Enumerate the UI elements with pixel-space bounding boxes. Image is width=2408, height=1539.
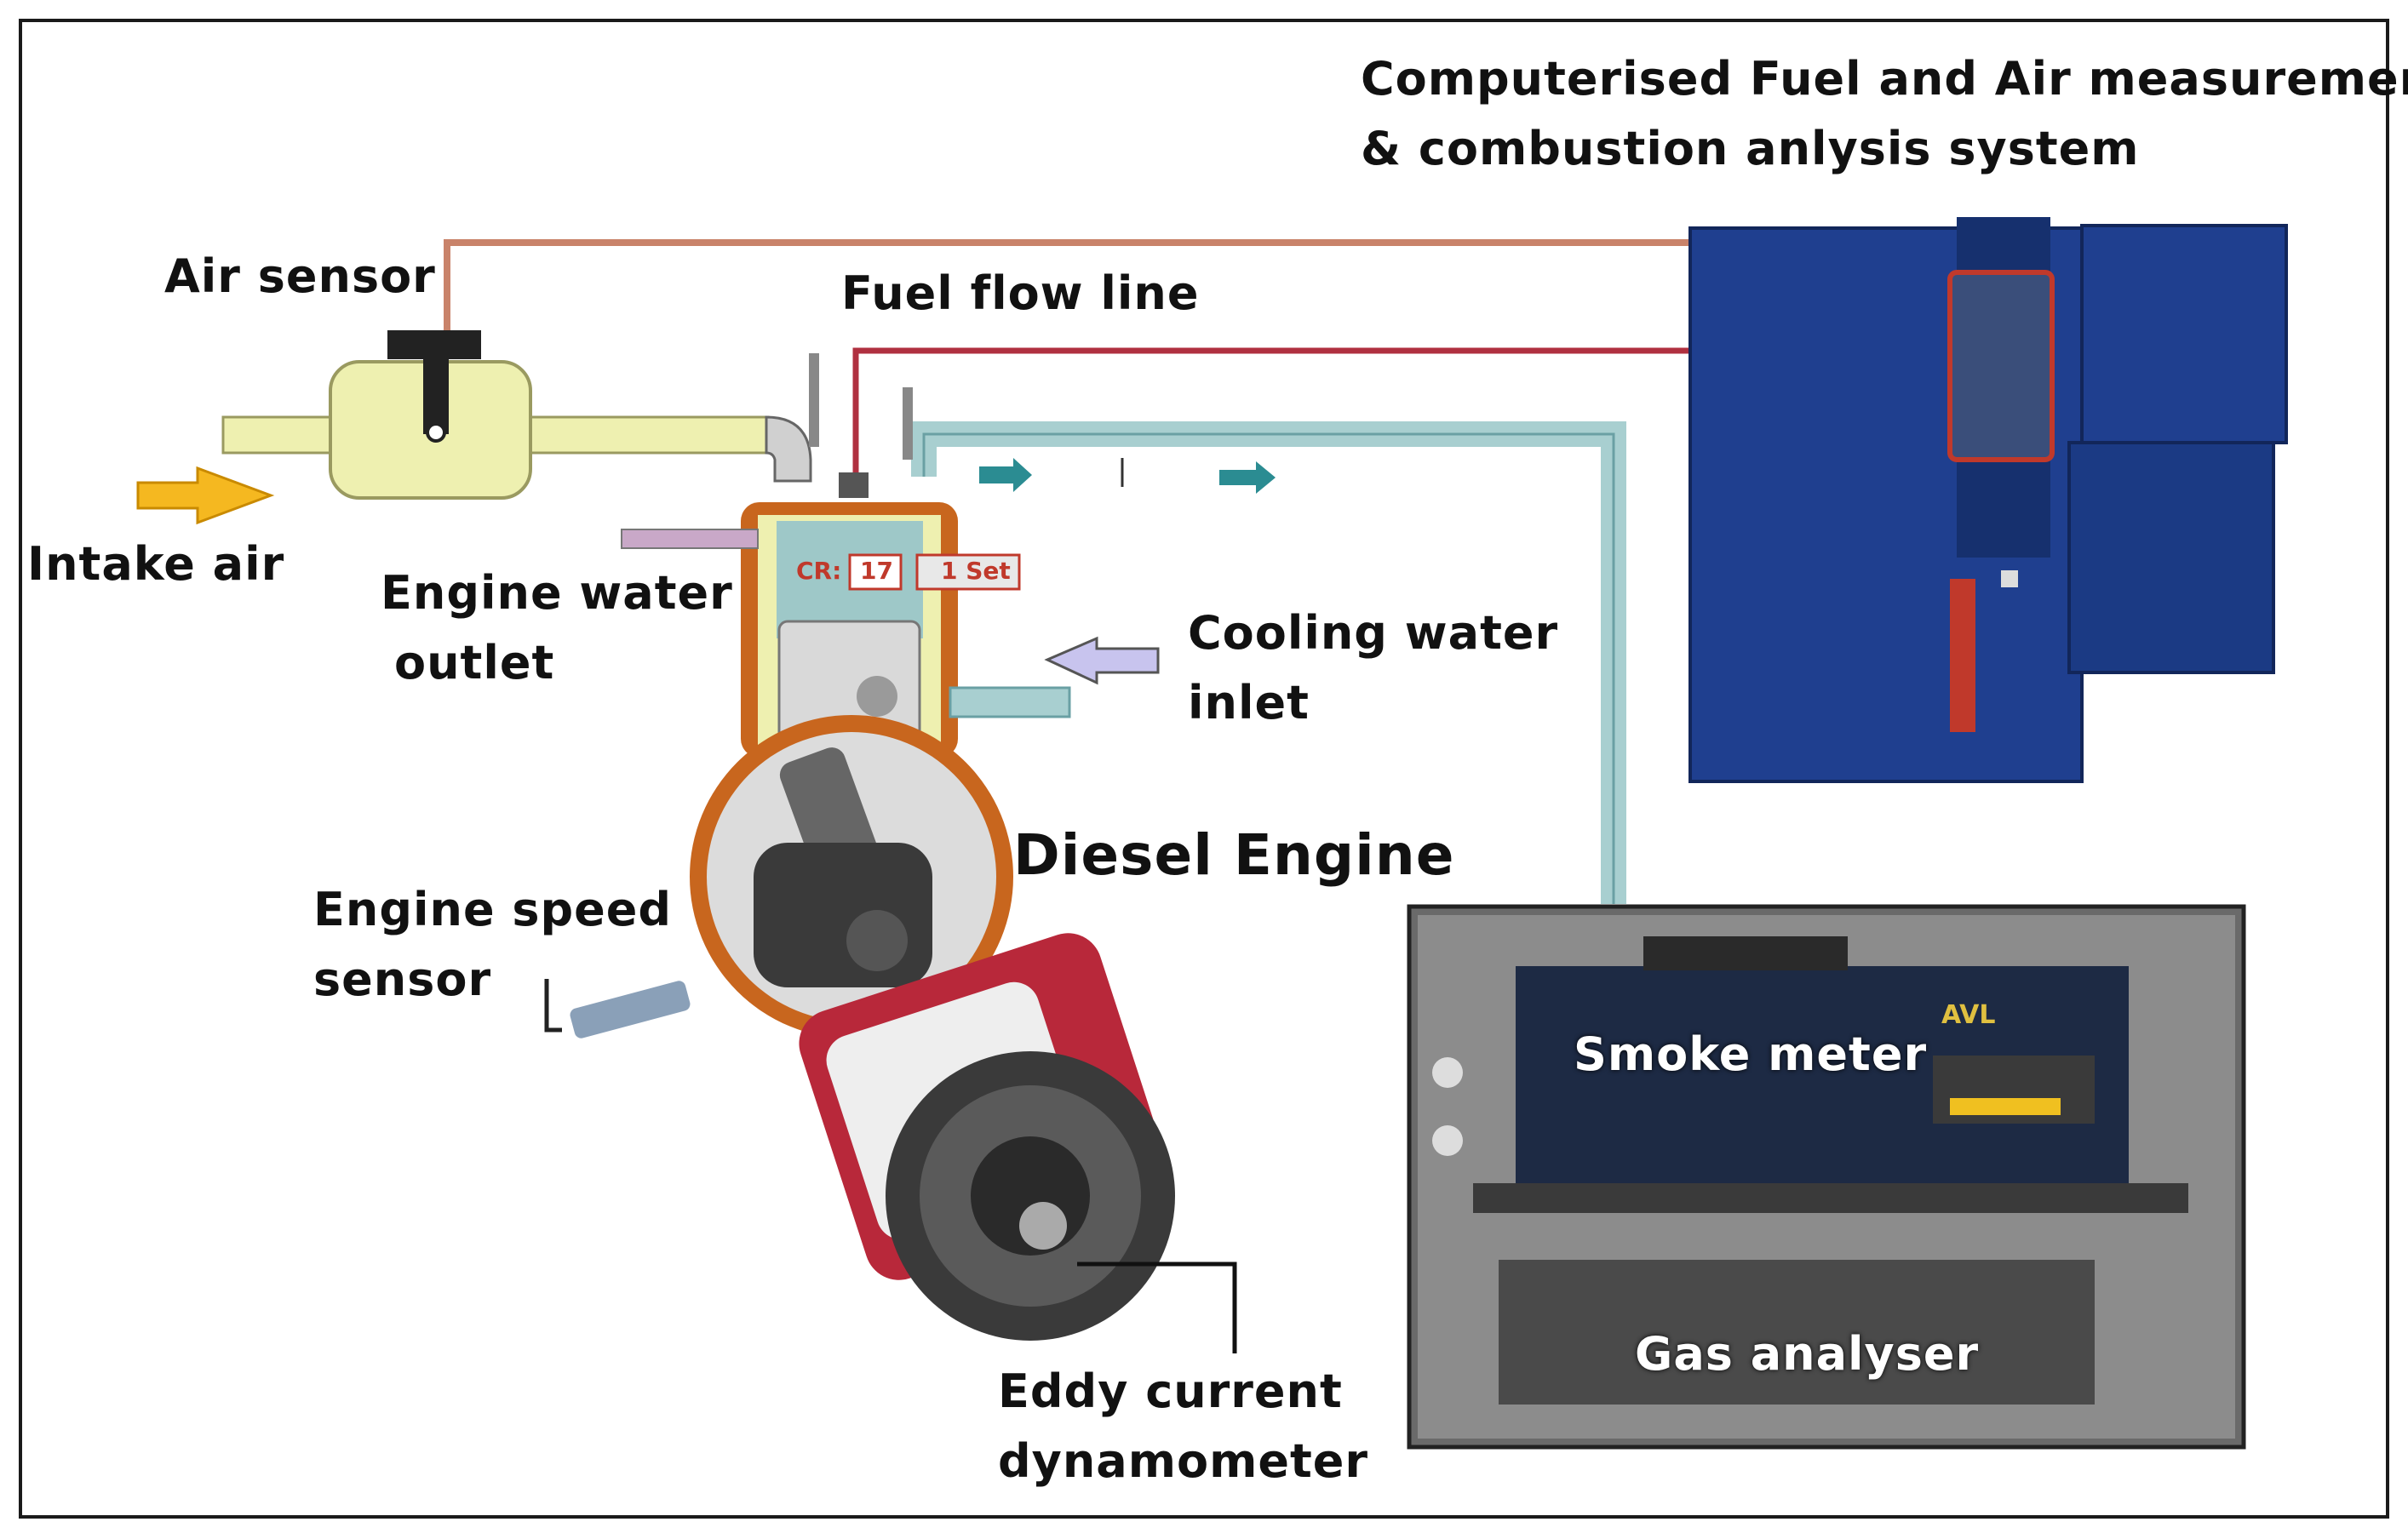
engine-speed-sensor-label-line1: Engine speed xyxy=(313,883,673,936)
diesel-engine xyxy=(621,353,1071,1038)
cooling-water-arrow xyxy=(1044,636,1160,685)
fuel-flow-line-label: Fuel flow line xyxy=(841,266,1200,320)
eddy-current-dynamometer xyxy=(799,933,1237,1353)
system-label-line1: Computerised Fuel and Air measurement xyxy=(1361,52,2408,106)
eddy-current-dynamometer-label-line1: Eddy current xyxy=(998,1365,1343,1418)
smoke-meter-brand: AVL xyxy=(1941,1000,1996,1030)
compression-ratio-gauge xyxy=(848,553,1021,591)
diesel-engine-label: Diesel Engine xyxy=(1013,822,1455,888)
intake-air-arrow xyxy=(136,466,275,525)
cooling-water-inlet-label-line1: Cooling water xyxy=(1188,606,1559,660)
air-signal-line xyxy=(444,239,1703,336)
engine-speed-sensor-label-line2: sensor xyxy=(313,953,492,1006)
measurement-cabinet xyxy=(1688,217,2288,783)
air-sensor-label: Air sensor xyxy=(164,249,436,303)
gas-analyser-label: Gas analyser xyxy=(1635,1327,1980,1381)
intake-air-label: Intake air xyxy=(27,537,285,591)
set-label: 1 Set xyxy=(941,557,1011,585)
system-label-line2: & combustion anlysis system xyxy=(1361,122,2140,175)
intake-pipe xyxy=(221,360,812,500)
smoke-meter-photo xyxy=(1407,904,2246,1450)
engine-speed-sensor xyxy=(544,979,691,1038)
engine-water-outlet-label-line1: Engine water xyxy=(381,566,733,620)
air-sensor-device xyxy=(387,330,481,443)
smoke-meter-label: Smoke meter xyxy=(1574,1027,1928,1081)
cr-value: 17 xyxy=(860,557,893,585)
fuel-flow-line xyxy=(852,347,1699,489)
engine-water-outlet-label-line2: outlet xyxy=(394,636,555,689)
coolant-pipe xyxy=(911,421,1626,904)
cooling-water-inlet-label-line2: inlet xyxy=(1188,676,1310,729)
eddy-current-dynamometer-label-line2: dynamometer xyxy=(998,1434,1369,1488)
cr-label: CR: xyxy=(796,557,842,585)
